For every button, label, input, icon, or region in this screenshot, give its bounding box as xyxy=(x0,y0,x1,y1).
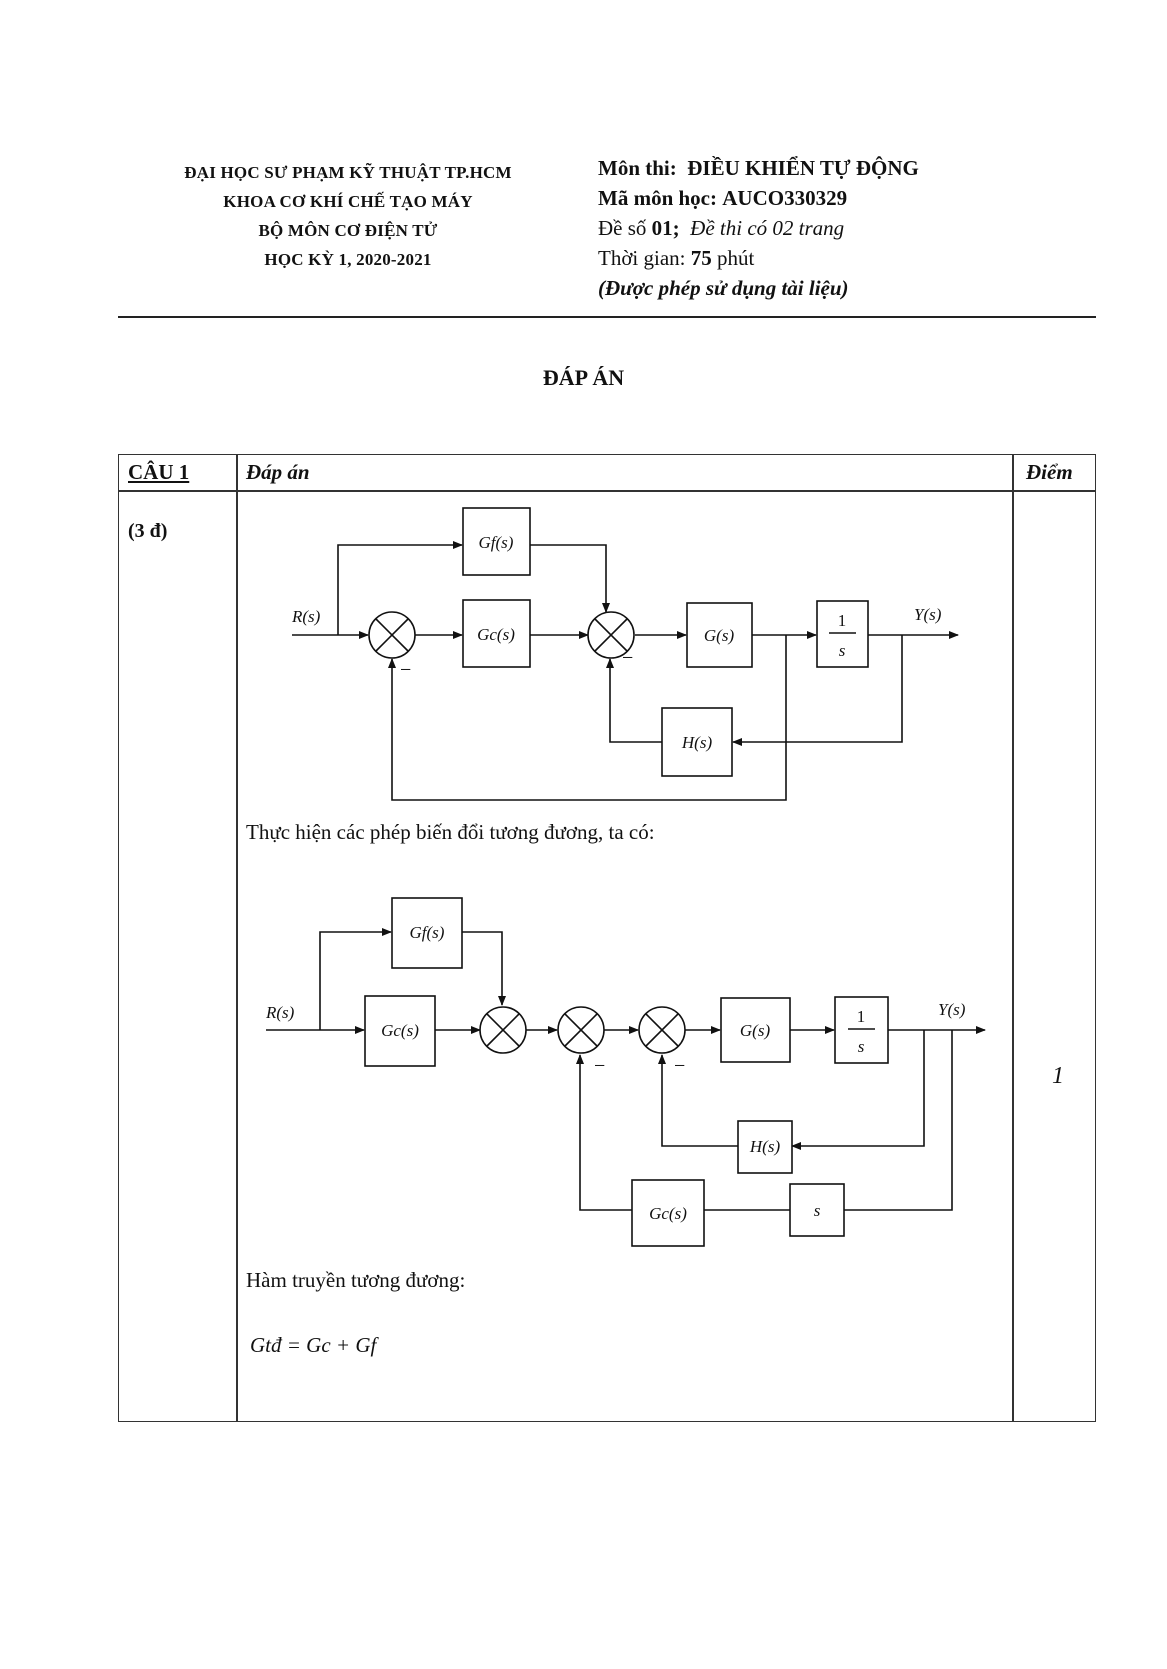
summing-junction-3 xyxy=(479,1006,527,1054)
h-block xyxy=(661,707,733,777)
time-unit: phút xyxy=(717,246,755,270)
g-block-2 xyxy=(720,997,791,1063)
summing-junction-4 xyxy=(557,1006,605,1054)
integrator-block-2 xyxy=(834,996,889,1064)
h-block-2 xyxy=(737,1120,793,1174)
d1-gc-label: Gc(s) xyxy=(477,625,515,644)
university-name: ĐẠI HỌC SƯ PHẠM KỸ THUẬT TP.HCM xyxy=(184,163,512,182)
d2-output-label: Y(s) xyxy=(938,1000,966,1019)
table-column-divider-1 xyxy=(236,454,238,1422)
exam-number: 01; xyxy=(651,216,680,240)
header-divider xyxy=(118,316,1096,318)
subject-name: ĐIỀU KHIỂN TỰ ĐỘNG xyxy=(687,156,919,180)
score-column-header: Điểm xyxy=(1026,460,1073,484)
score-value: 1 xyxy=(1052,1063,1064,1089)
time-label: Thời gian: xyxy=(598,246,686,270)
d2-minus-1: − xyxy=(594,1055,605,1077)
d2-integrator-den: s xyxy=(858,1037,865,1056)
diagram-original xyxy=(292,507,959,801)
d1-output-label: Y(s) xyxy=(914,605,942,624)
question-points: (3 đ) xyxy=(128,520,168,542)
page-title: ĐÁP ÁN xyxy=(542,365,625,390)
d1-minus-1: − xyxy=(400,659,411,681)
d2-h-label: H(s) xyxy=(749,1137,781,1156)
s-block xyxy=(789,1183,845,1237)
d2-gc-label: Gc(s) xyxy=(381,1021,419,1040)
g-block xyxy=(686,602,753,668)
integrator-block xyxy=(816,600,869,668)
subject-code: AUCO330329 xyxy=(722,186,848,210)
exam-note: (Được phép sử dụng tài liệu) xyxy=(598,276,849,300)
department-name: BỘ MÔN CƠ ĐIỆN TỬ xyxy=(258,221,438,240)
d2-s-label: s xyxy=(814,1201,821,1220)
code-label: Mã môn học: xyxy=(598,186,717,210)
institution-header: ĐẠI HỌC SƯ PHẠM KỸ THUẬT TP.HCM KHOA CƠ … xyxy=(118,158,578,274)
diagram-transformed xyxy=(266,897,986,1247)
gc-block xyxy=(462,599,531,668)
summing-junction-2 xyxy=(587,611,635,659)
time-value: 75 xyxy=(690,246,712,270)
exam-info: Môn thi: ĐIỀU KHIỂN TỰ ĐỘNG Mã môn học: … xyxy=(598,153,1118,303)
d1-input-label: R(s) xyxy=(291,607,321,626)
exam-label: Đề số xyxy=(598,216,647,240)
d1-integrator-den: s xyxy=(839,641,846,660)
d2-input-label: R(s) xyxy=(265,1003,295,1022)
gf-block-2 xyxy=(391,897,463,969)
page-count: Đề thi có 02 trang xyxy=(690,216,845,240)
d2-integrator-num: 1 xyxy=(857,1007,866,1026)
d1-minus-2: − xyxy=(622,647,633,669)
table-header-divider xyxy=(118,490,1096,492)
semester: HỌC KỲ 1, 2020-2021 xyxy=(264,250,432,269)
question-number: CÂU 1 xyxy=(128,460,190,484)
gf-block xyxy=(462,507,531,576)
answer-column-header: Đáp án xyxy=(246,460,310,484)
gc-block-2 xyxy=(364,995,436,1067)
summing-junction-1 xyxy=(368,611,416,659)
table-column-divider-2 xyxy=(1012,454,1014,1422)
d1-g-label: G(s) xyxy=(704,626,735,645)
subject-label: Môn thi: xyxy=(598,156,677,180)
answer-table xyxy=(118,454,1096,1422)
summing-junction-5 xyxy=(638,1006,686,1054)
d1-h-label: H(s) xyxy=(681,733,713,752)
d2-gc2-label: Gc(s) xyxy=(649,1204,687,1223)
d1-gf-label: Gf(s) xyxy=(479,533,514,552)
d1-integrator-num: 1 xyxy=(838,611,847,630)
equivalent-formula: Gtđ = Gc + Gf xyxy=(250,1333,377,1357)
faculty-name: KHOA CƠ KHÍ CHẾ TẠO MÁY xyxy=(223,192,473,211)
d2-g-label: G(s) xyxy=(740,1021,771,1040)
d2-minus-2: − xyxy=(674,1055,685,1077)
d2-gf-label: Gf(s) xyxy=(410,923,445,942)
equivalent-tf-text: Hàm truyền tương đương: xyxy=(246,1268,466,1292)
transform-text: Thực hiện các phép biến đổi tương đương,… xyxy=(246,820,655,844)
gc-block-3 xyxy=(631,1179,705,1247)
